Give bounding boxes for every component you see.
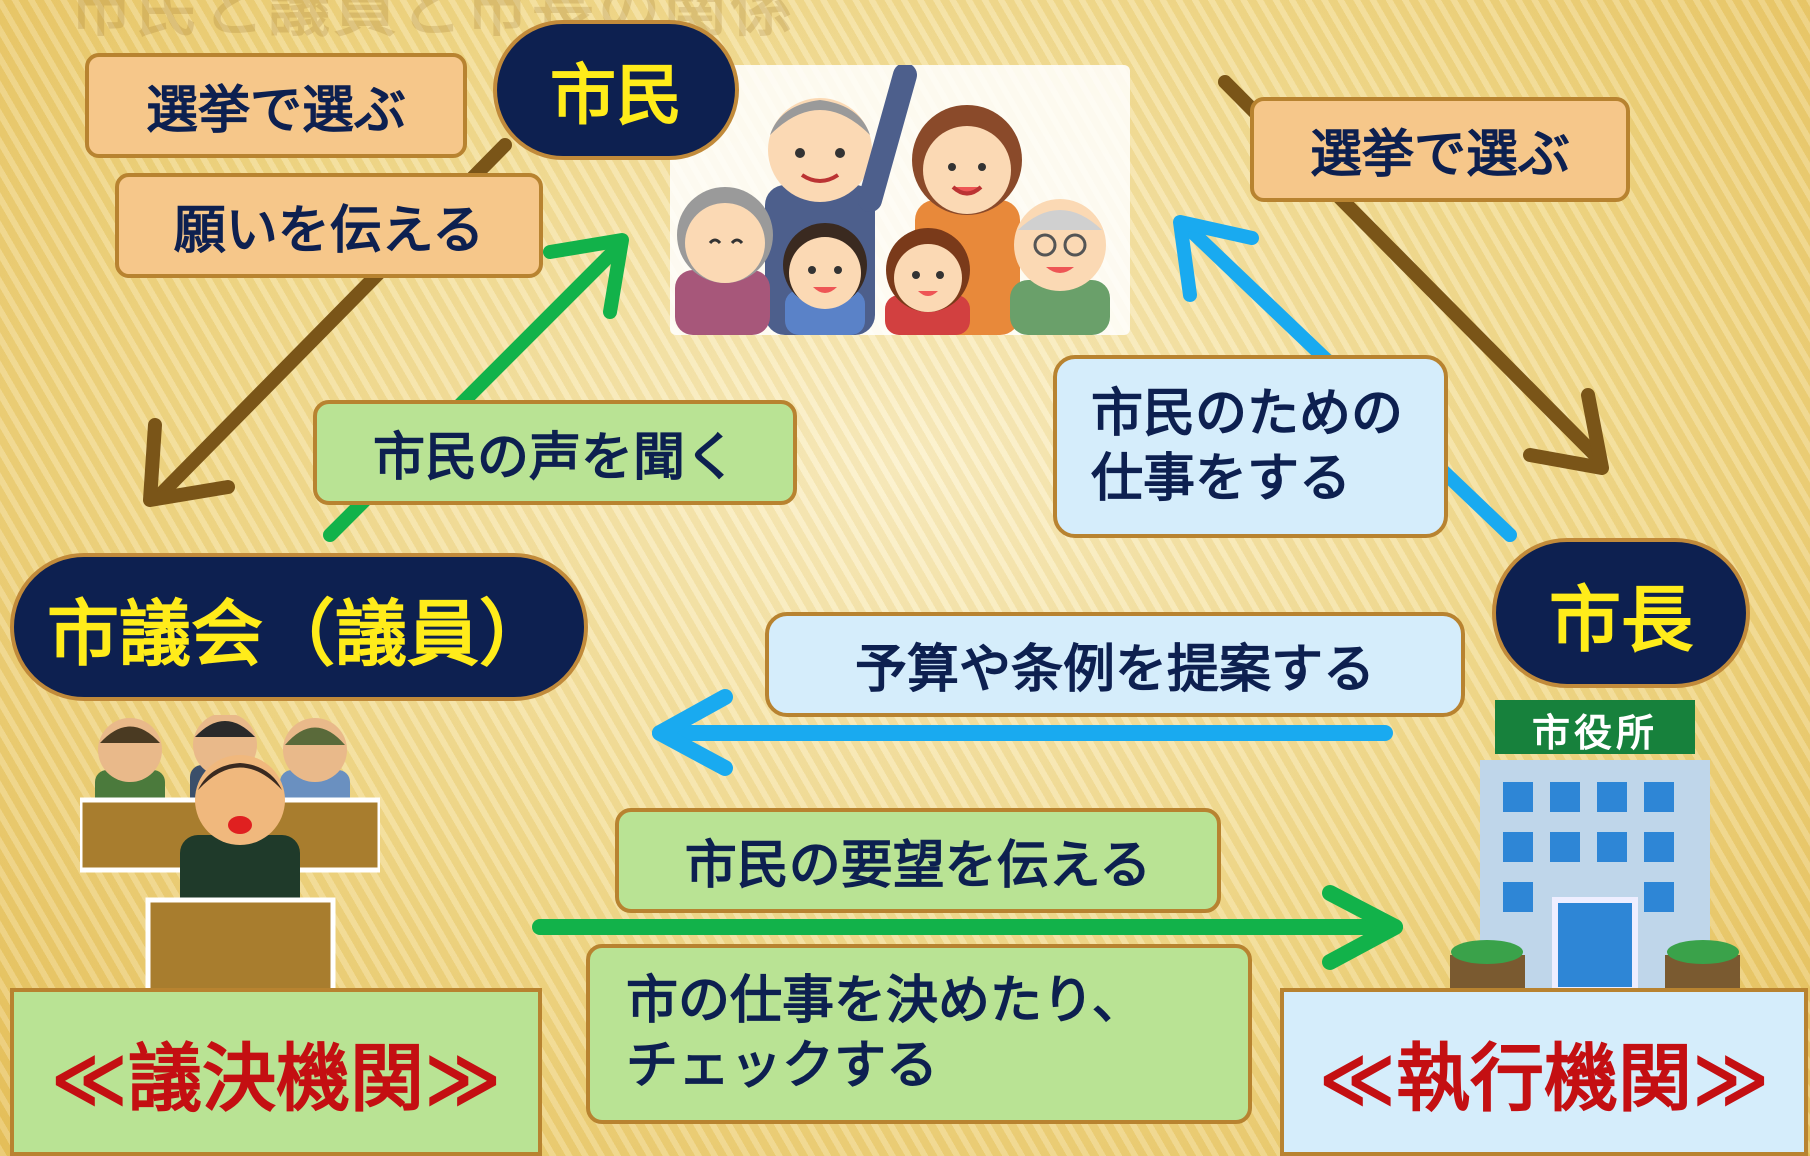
label-elect-right: 選挙で選ぶ — [1250, 97, 1630, 202]
label-work-for-citizens: 市民のための 仕事をする — [1053, 355, 1448, 538]
council-illustration — [80, 715, 380, 995]
label-decide-check-line1: 市の仕事を決めたり、 — [626, 971, 1144, 1031]
label-convey-requests: 市民の要望を伝える — [615, 808, 1221, 913]
city-hall-illustration — [1450, 700, 1740, 990]
label-propose-budget: 予算や条例を提案する — [765, 612, 1465, 717]
citizen-node: 市民 — [493, 20, 739, 160]
legislative-organ-label: ≪議決機関≫ — [10, 988, 542, 1156]
label-listen-citizens: 市民の声を聞く — [313, 400, 797, 505]
citizens-illustration — [670, 65, 1130, 335]
label-work-for-citizens-line2: 仕事をする — [1091, 448, 1352, 509]
label-decide-check: 市の仕事を決めたり、 チェックする — [586, 944, 1252, 1124]
arrow-convey-requests — [532, 885, 1403, 970]
council-node: 市議会（議員） — [10, 553, 588, 701]
label-elect-left: 選挙で選ぶ — [85, 53, 467, 158]
city-hall-sign: 市役所 — [1531, 710, 1658, 755]
label-decide-check-line2: チェックする — [626, 1036, 939, 1096]
label-convey-wishes: 願いを伝える — [115, 173, 543, 278]
mayor-node: 市長 — [1492, 538, 1750, 688]
label-work-for-citizens-line1: 市民のための — [1091, 383, 1404, 444]
executive-organ-label: ≪執行機関≫ — [1280, 988, 1808, 1156]
arrow-propose-budget — [652, 689, 1393, 776]
